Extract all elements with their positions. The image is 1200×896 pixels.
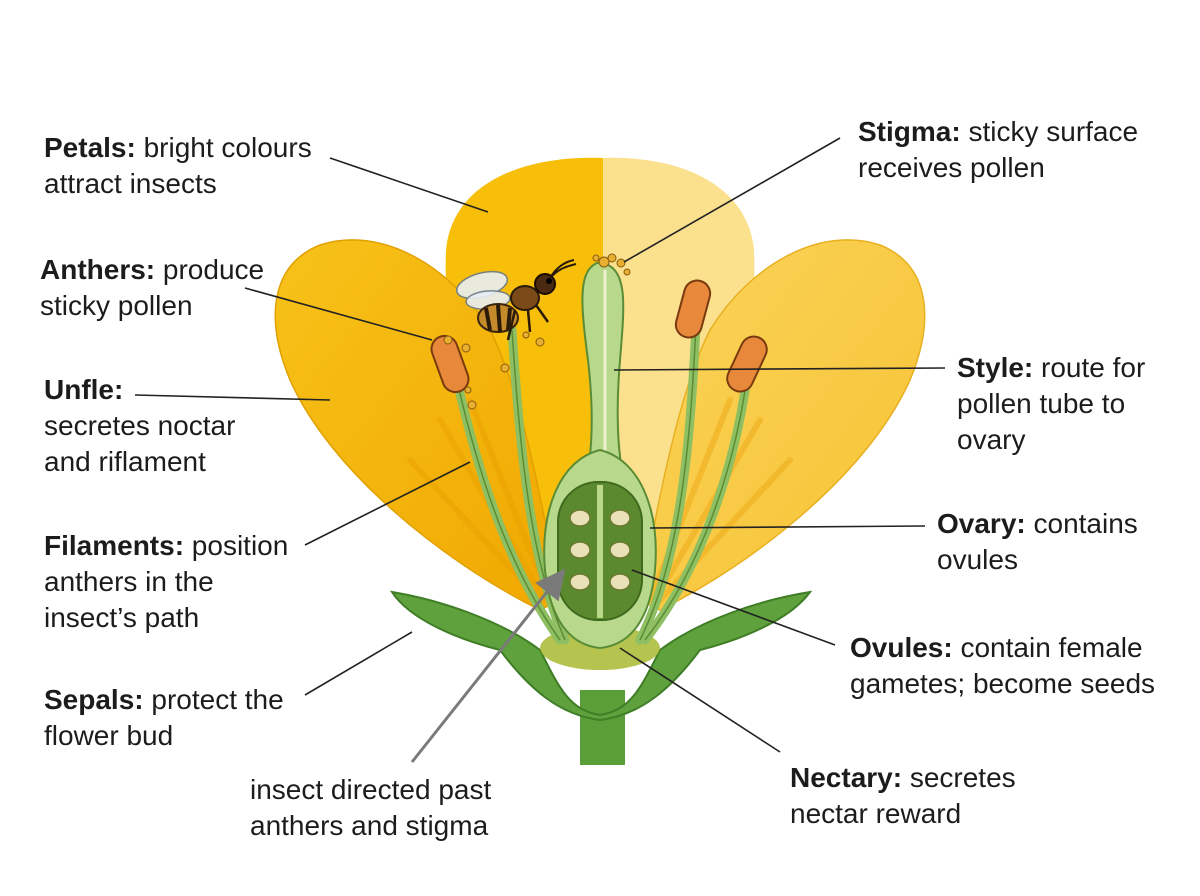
label-sepals: Sepals: protect the flower bud	[44, 684, 284, 751]
label-nectary: Nectary: secretes nectar reward	[790, 762, 1016, 829]
bee-icon	[455, 259, 577, 341]
pollen-grains	[443, 314, 545, 410]
ovules	[569, 509, 631, 591]
stem	[580, 690, 625, 765]
label-anthers: Anthers: produce sticky pollen	[40, 254, 265, 321]
label-unfle: Unfle: secretes noctar and riflament	[44, 374, 236, 477]
anthers	[430, 279, 768, 394]
label-ovary: Ovary: contains ovules	[937, 508, 1138, 575]
label-style: Style: route for pollen tube to ovary	[957, 352, 1146, 455]
stigma	[592, 253, 631, 276]
label-filaments: Filaments: position anthers in the insec…	[44, 530, 289, 633]
leader-lines	[134, 137, 946, 753]
insect-path-arrow	[410, 568, 566, 763]
ovary	[543, 448, 657, 650]
label-ovules: Ovules: contain female gametes; become s…	[850, 632, 1156, 699]
label-stigma: Stigma: sticky surface receives pollen	[858, 116, 1139, 183]
sepals	[389, 590, 813, 722]
label-insect-path: insect directed past anthers and stigma	[250, 774, 492, 841]
label-petals: Petals: bright colours attract insects	[44, 132, 312, 199]
